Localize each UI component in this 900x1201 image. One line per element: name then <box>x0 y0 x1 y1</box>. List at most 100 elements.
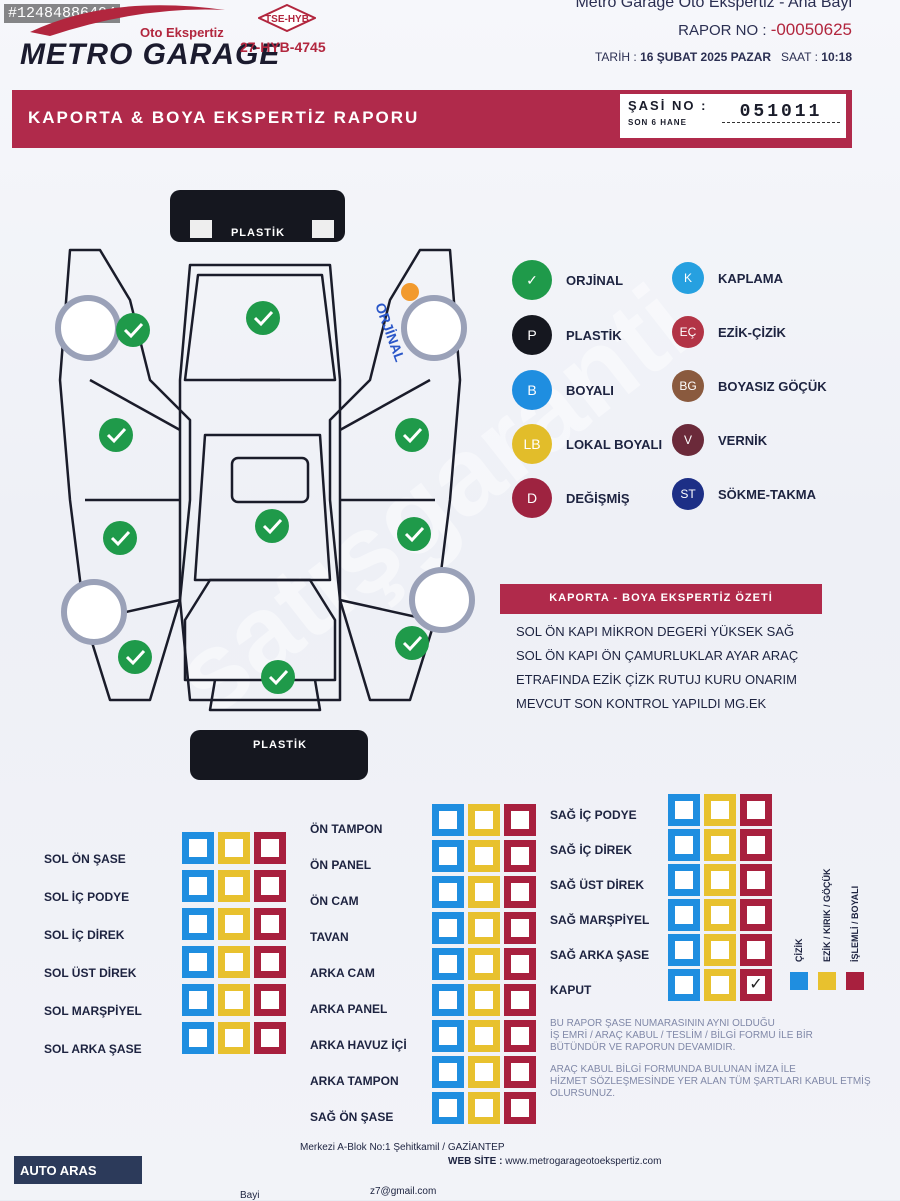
ezik-checkbox[interactable] <box>704 829 736 861</box>
islemli-checkbox[interactable] <box>740 934 772 966</box>
part-checkboxes <box>668 899 772 931</box>
part-checkboxes <box>668 829 772 861</box>
islemli-checkbox[interactable] <box>504 948 536 980</box>
islemli-checkbox[interactable] <box>254 832 286 864</box>
ezik-checkbox[interactable] <box>468 876 500 908</box>
ezik-checkbox[interactable] <box>704 864 736 896</box>
islemli-checkbox[interactable] <box>254 1022 286 1054</box>
islemli-checkbox[interactable] <box>504 912 536 944</box>
ezik-checkbox[interactable] <box>468 912 500 944</box>
cizik-checkbox[interactable] <box>432 1056 464 1088</box>
company-name: Metro Garage Oto Ekspertiz - Ana Bayi <box>575 0 852 11</box>
legend-badge: LB <box>512 424 552 464</box>
note-line: OLURSUNUZ. <box>550 1088 616 1099</box>
ezik-checkbox[interactable] <box>218 832 250 864</box>
cizik-checkbox[interactable] <box>668 794 700 826</box>
part-label: SAĞ MARŞPİYEL <box>550 913 650 927</box>
part-label: ARKA HAVUZ İÇİ <box>310 1038 407 1052</box>
part-checkboxes <box>182 832 286 864</box>
chassis-label: ŞASİ NO : <box>628 98 708 113</box>
islemli-checkbox[interactable] <box>504 876 536 908</box>
legend-badge: P <box>512 315 552 355</box>
cizik-checkbox[interactable] <box>182 984 214 1016</box>
cizik-checkbox[interactable] <box>432 1092 464 1124</box>
ezik-checkbox[interactable] <box>704 934 736 966</box>
cizik-checkbox[interactable] <box>668 934 700 966</box>
brand-sub: Oto Ekspertiz <box>140 25 224 40</box>
footer-bayi: Bayi <box>240 1190 260 1201</box>
part-label: KAPUT <box>550 983 592 997</box>
ezik-checkbox[interactable] <box>468 804 500 836</box>
cizik-checkbox[interactable] <box>432 876 464 908</box>
ezik-checkbox[interactable] <box>468 1092 500 1124</box>
cizik-checkbox[interactable] <box>182 908 214 940</box>
ezik-checkbox[interactable] <box>704 899 736 931</box>
cizik-checkbox[interactable] <box>432 804 464 836</box>
part-checkboxes <box>182 1022 286 1054</box>
ezik-checkbox[interactable] <box>704 969 736 1001</box>
ezik-checkbox[interactable] <box>218 946 250 978</box>
ezik-checkbox[interactable] <box>218 908 250 940</box>
islemli-checkbox[interactable] <box>504 1020 536 1052</box>
islemli-checkbox[interactable] <box>504 984 536 1016</box>
islemli-checkbox[interactable] <box>504 840 536 872</box>
chassis-box <box>620 94 846 138</box>
web-label: WEB SİTE : <box>448 1156 503 1167</box>
cizik-checkbox[interactable] <box>668 899 700 931</box>
svg-text:PLASTİK: PLASTİK <box>253 738 307 751</box>
orjinal-check-icon <box>261 660 295 694</box>
islemli-checkbox[interactable] <box>504 1056 536 1088</box>
cizik-checkbox[interactable] <box>432 840 464 872</box>
cizik-checkbox[interactable] <box>432 948 464 980</box>
cizik-checkbox[interactable] <box>182 870 214 902</box>
islemli-checkbox[interactable] <box>254 870 286 902</box>
cizik-checkbox[interactable] <box>668 864 700 896</box>
part-checkboxes <box>432 984 536 1016</box>
cizik-checkbox[interactable] <box>182 946 214 978</box>
ezik-checkbox[interactable] <box>468 1056 500 1088</box>
orjinal-check-icon <box>246 301 280 335</box>
ezik-checkbox[interactable] <box>704 794 736 826</box>
cizik-checkbox[interactable] <box>182 832 214 864</box>
part-checkboxes <box>432 876 536 908</box>
orjinal-check-icon <box>397 517 431 551</box>
islemli-checkbox[interactable]: ✓ <box>740 969 772 1001</box>
date-row: TARİH : 16 ŞUBAT 2025 PAZAR SAAT : 10:18 <box>595 50 852 64</box>
cizik-checkbox[interactable] <box>432 984 464 1016</box>
islemli-checkbox[interactable] <box>740 899 772 931</box>
part-label: SOL MARŞPİYEL <box>44 1004 142 1018</box>
ezik-checkbox[interactable] <box>218 1022 250 1054</box>
cizik-checkbox[interactable] <box>432 1020 464 1052</box>
legend-badge: B <box>512 370 552 410</box>
cizik-checkbox[interactable] <box>182 1022 214 1054</box>
report-label: RAPOR NO : <box>678 22 767 39</box>
islemli-swatch <box>846 972 864 990</box>
ezik-checkbox[interactable] <box>468 840 500 872</box>
legend-label: LOKAL BOYALI <box>566 436 663 452</box>
ezik-checkbox[interactable] <box>218 870 250 902</box>
islemli-checkbox[interactable] <box>740 864 772 896</box>
islemli-checkbox[interactable] <box>740 794 772 826</box>
cizik-checkbox[interactable] <box>668 969 700 1001</box>
islemli-checkbox[interactable] <box>504 1092 536 1124</box>
cizik-swatch <box>790 972 808 990</box>
ezik-checkbox[interactable] <box>468 984 500 1016</box>
web-link[interactable]: www.metrogarageotoekspertiz.com <box>505 1156 662 1167</box>
islemli-checkbox[interactable] <box>504 804 536 836</box>
islemli-checkbox[interactable] <box>254 984 286 1016</box>
footer-email: z7@gmail.com <box>370 1186 437 1197</box>
islemli-checkbox[interactable] <box>740 829 772 861</box>
cizik-checkbox[interactable] <box>432 912 464 944</box>
ezik-checkbox[interactable] <box>468 948 500 980</box>
cizik-checkbox[interactable] <box>668 829 700 861</box>
part-label: TAVAN <box>310 930 349 944</box>
summary-title: KAPORTA - BOYA EKSPERTİZ ÖZETİ <box>549 592 773 604</box>
orjinal-check-icon <box>99 418 133 452</box>
legend-label: VERNİK <box>718 432 768 448</box>
orjinal-check-icon <box>395 626 429 660</box>
ezik-checkbox[interactable] <box>218 984 250 1016</box>
ezik-checkbox[interactable] <box>468 1020 500 1052</box>
islemli-checkbox[interactable] <box>254 908 286 940</box>
islemli-checkbox[interactable] <box>254 946 286 978</box>
